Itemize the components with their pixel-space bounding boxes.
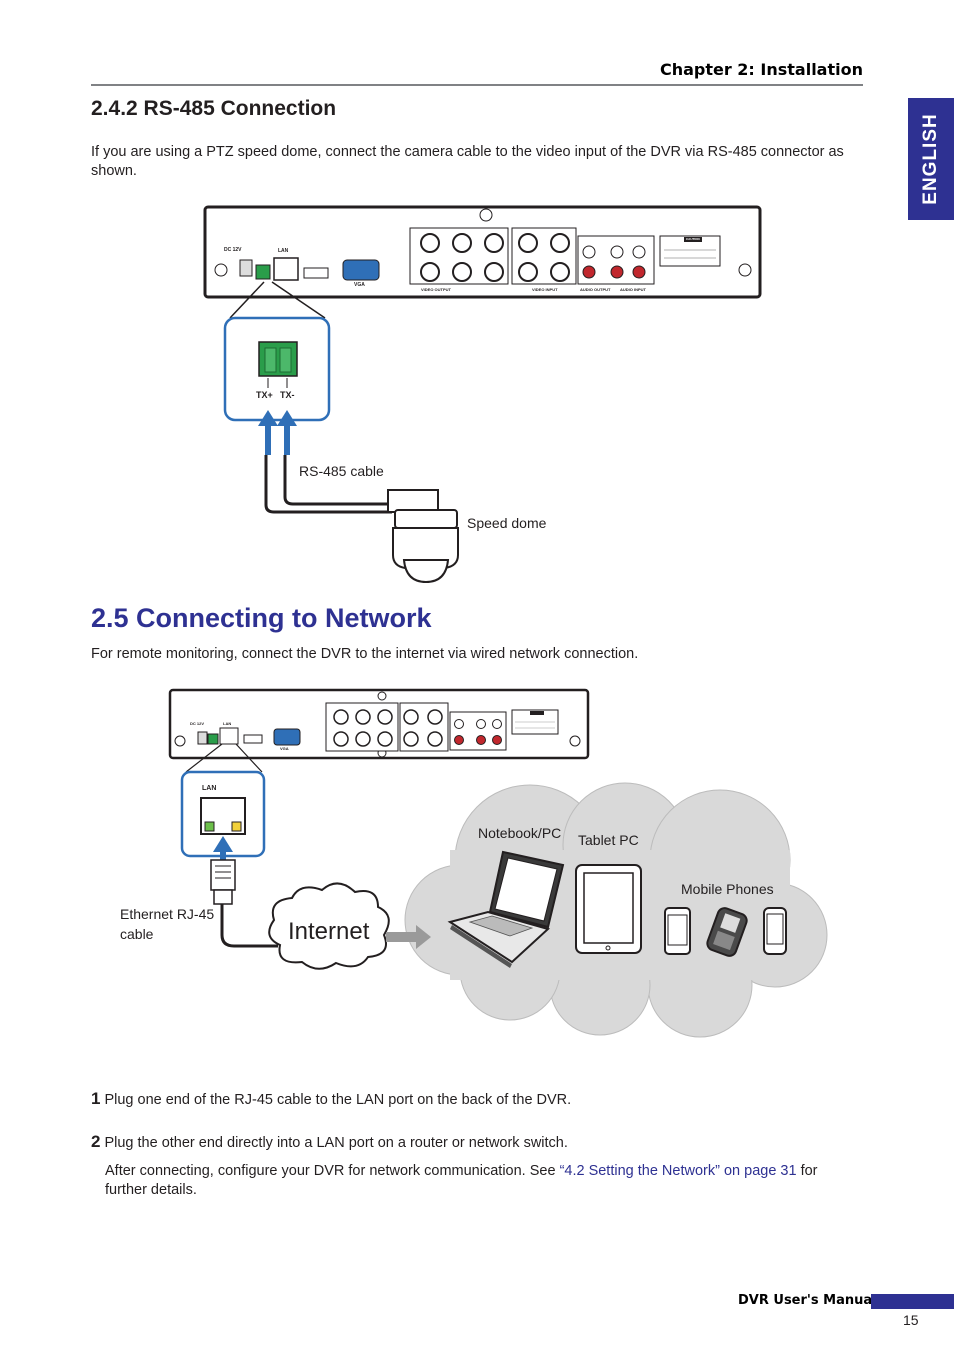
notebook-label: Notebook/PC <box>478 825 562 841</box>
header-rule <box>91 84 863 86</box>
after-connect-tail: for <box>800 1163 818 1179</box>
tx-minus-label: TX- <box>280 390 295 400</box>
arrow-up-icon <box>213 836 233 862</box>
laptop-icon <box>447 850 565 968</box>
dvr-rear-panel-2 <box>168 688 590 760</box>
tablet-icon <box>575 864 642 954</box>
panel1-caution-label: CAUTION <box>686 237 700 241</box>
panel1-vga-label: VGA <box>354 282 365 288</box>
rs485-paragraph: If you are using a PTZ speed dome, conne… <box>91 144 844 179</box>
panel1-video-input-label: VIDEO INPUT <box>532 287 558 292</box>
tx-plus-label: TX+ <box>256 390 273 400</box>
section-title-network: 2.5 Connecting to Network <box>91 603 432 633</box>
page-number: 15 <box>903 1312 919 1328</box>
step-2-text: Plug the other end directly into a LAN p… <box>104 1135 568 1151</box>
panel2-lan-label: LAN <box>223 721 232 726</box>
panel1-lan-label: LAN <box>278 248 289 254</box>
speed-dome-label: Speed dome <box>467 515 547 531</box>
mobile-phones-label: Mobile Phones <box>681 881 774 897</box>
arrow-up-icon <box>277 410 297 455</box>
panel2-vga-label: VGA <box>280 746 289 751</box>
internet-cloud-small <box>268 882 390 970</box>
step-1-number: 1 <box>91 1089 101 1108</box>
chapter-title: Chapter 2: Installation <box>659 60 863 79</box>
after-connect-tail2: further details. <box>105 1182 197 1198</box>
footer-bar <box>871 1294 954 1309</box>
rj45-plug-icon <box>210 859 236 905</box>
mobile-phone-icon <box>763 907 787 955</box>
panel1-video-output-label: VIDEO OUTPUT <box>421 287 452 292</box>
blackberry-phone-icon <box>706 907 748 957</box>
step-1-text: Plug one end of the RJ-45 cable to the L… <box>104 1092 572 1108</box>
arrow-up-icon <box>258 410 278 455</box>
panel1-dc-label: DC 12V <box>224 247 242 253</box>
tablet-label: Tablet PC <box>578 832 639 848</box>
panel2-dc-label: DC 12V <box>190 721 205 726</box>
rs485-cable-label: RS-485 cable <box>299 463 384 479</box>
network-settings-link[interactable]: “4.2 Setting the Network” on page 31 <box>559 1163 797 1179</box>
arrow-right-icon <box>386 925 431 949</box>
ethernet-cable-label: Ethernet RJ-45 cable <box>120 906 215 942</box>
panel1-audio-input-label: AUDIO INPUT <box>620 287 646 292</box>
after-connect-paragraph: After connecting, configure your DVR for… <box>105 1162 865 1200</box>
network-paragraph: For remote monitoring, connect the DVR t… <box>91 646 639 662</box>
panel1-audio-output-label: AUDIO OUTPUT <box>580 287 611 292</box>
smartphone-icon <box>664 907 691 955</box>
after-connect-text: After connecting, configure your DVR for… <box>105 1163 556 1179</box>
lan-zoom-label: LAN <box>202 785 217 792</box>
section-title-rs485: 2.4.2 RS-485 Connection <box>91 97 337 120</box>
speed-dome-icon <box>387 489 459 584</box>
internet-label: Internet <box>288 918 370 945</box>
step-2-number: 2 <box>91 1132 101 1151</box>
dvr-rear-panel-1 <box>203 205 762 299</box>
language-tab: ENGLISH <box>908 98 954 220</box>
footer-title: DVR User's Manual <box>738 1293 877 1308</box>
